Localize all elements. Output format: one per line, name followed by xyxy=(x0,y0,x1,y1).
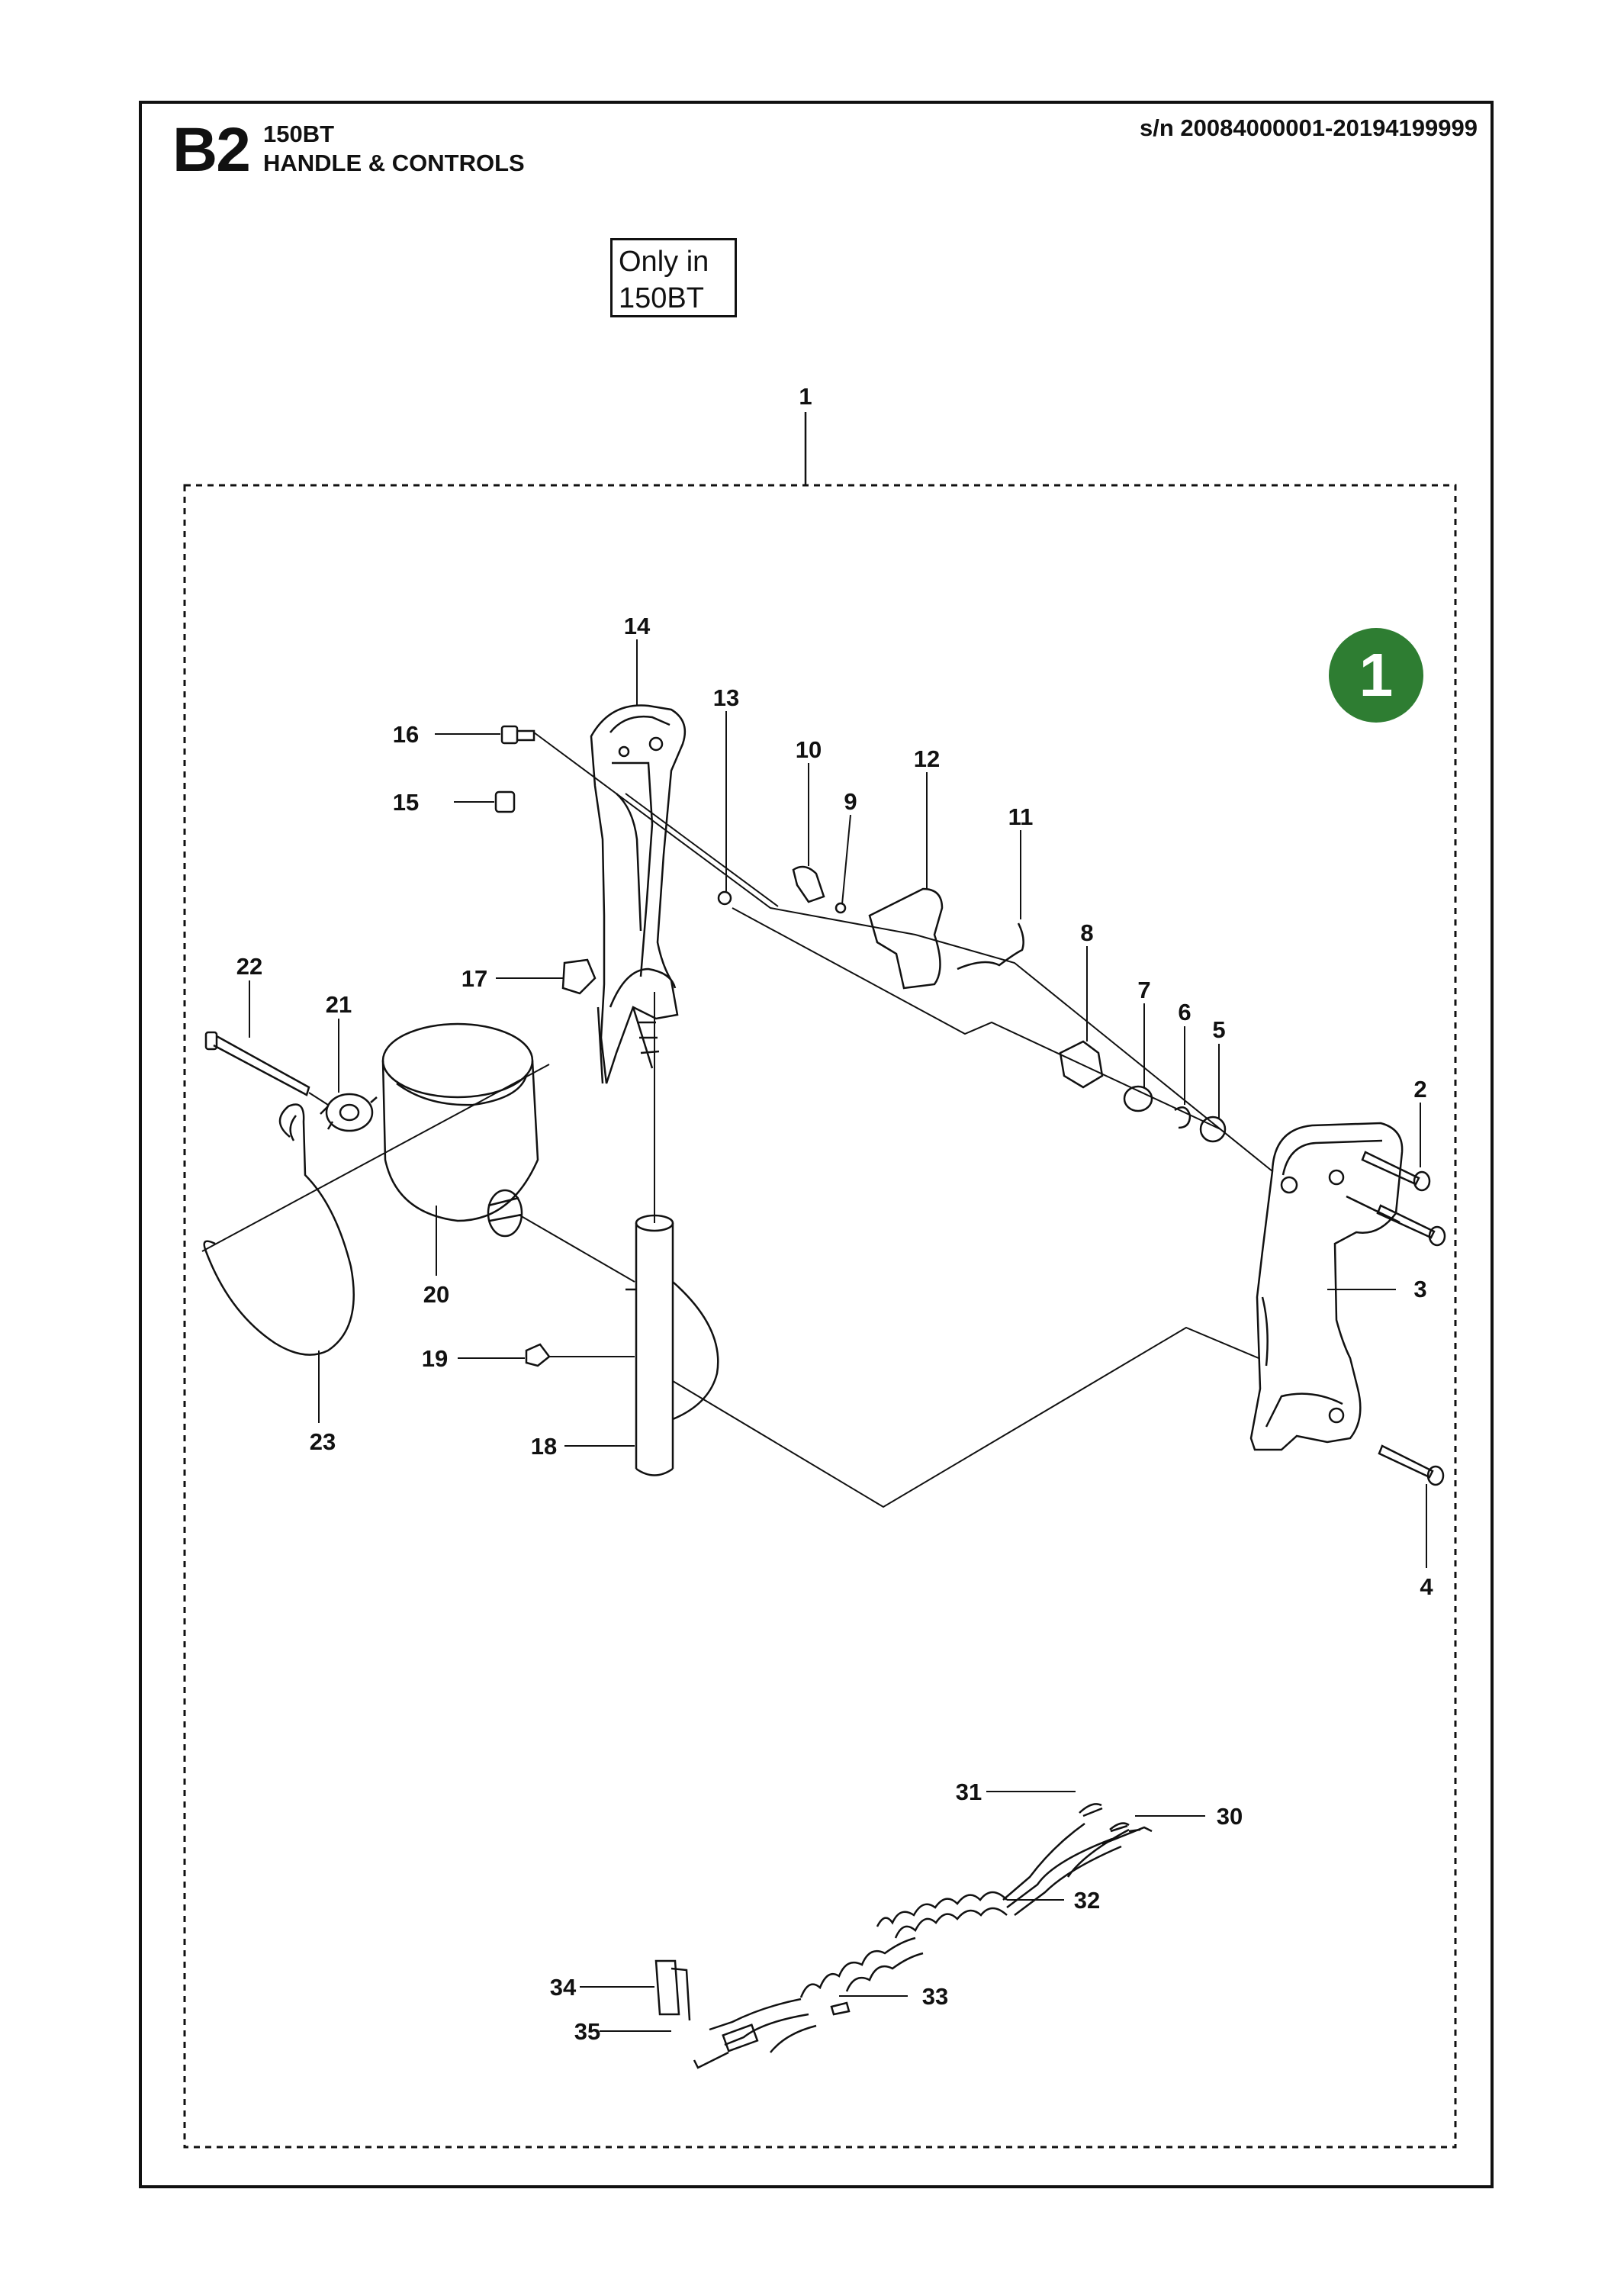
callout-13: 13 xyxy=(713,684,739,711)
wiring-harness-part xyxy=(654,1803,1153,2069)
callout-3: 3 xyxy=(1413,1276,1426,1302)
callout-16: 16 xyxy=(393,721,419,748)
callout-31: 31 xyxy=(956,1779,982,1805)
leader-9 xyxy=(841,814,851,905)
page-frame xyxy=(139,101,1494,2188)
callout-21: 21 xyxy=(326,991,352,1018)
trigger-10-part xyxy=(792,865,825,903)
callout-4: 4 xyxy=(1420,1573,1433,1600)
clamp-ring-part xyxy=(381,1022,539,1238)
assembly-outline xyxy=(183,484,1457,2149)
assembly-badge: 1 xyxy=(1329,628,1423,723)
nut-17-part xyxy=(561,958,597,995)
ref-line-clamp xyxy=(518,1214,635,1283)
section-title: HANDLE & CONTROLS xyxy=(263,150,525,176)
screw-2b-part xyxy=(1361,1151,1431,1192)
callout-18: 18 xyxy=(531,1433,557,1460)
washer-5-part xyxy=(1199,1116,1227,1143)
callout-12: 12 xyxy=(914,745,940,772)
clip-6-part xyxy=(1174,1106,1191,1129)
callout-14: 14 xyxy=(624,613,651,639)
ref-line-lower xyxy=(672,1326,1259,1508)
ref-line-mid xyxy=(625,793,1221,1130)
shaft-tube-part xyxy=(625,1214,719,1476)
callout-7: 7 xyxy=(1137,977,1150,1003)
callout-34: 34 xyxy=(550,1974,577,2001)
callout-33: 33 xyxy=(922,1983,948,2010)
callout-35: 35 xyxy=(574,2018,600,2045)
callout-23: 23 xyxy=(310,1428,336,1455)
model-note-box: Only in 150BT xyxy=(610,238,737,317)
callout-5: 5 xyxy=(1212,1016,1225,1043)
note-line-1: Only in xyxy=(619,246,709,278)
knob-part xyxy=(320,1093,378,1132)
section-code: B2 xyxy=(172,115,251,185)
bushing-16-part xyxy=(500,725,535,745)
wire-hoop-part xyxy=(203,1103,355,1356)
note-line-2: 150BT xyxy=(619,282,704,314)
screw-2-part xyxy=(1346,1195,1446,1247)
callout-1: 1 xyxy=(799,383,812,410)
callout-32: 32 xyxy=(1074,1887,1100,1914)
callout-17: 17 xyxy=(461,965,487,992)
rear-grip-part xyxy=(1249,1122,1404,1451)
bushing-7-part xyxy=(1123,1085,1153,1112)
spring-11-part xyxy=(957,922,1024,971)
throttle-handle-part xyxy=(590,704,687,1084)
ref-line-bolt22 xyxy=(308,1092,329,1106)
callout-labels: 1 2 3 4 5 6 7 8 9 10 11 12 13 14 15 16 1… xyxy=(236,383,1434,2045)
callout-20: 20 xyxy=(423,1281,449,1308)
callout-6: 6 xyxy=(1178,999,1191,1025)
screw-4-part xyxy=(1378,1444,1445,1486)
ref-line-upper xyxy=(533,732,1273,1172)
model-name: 150BT xyxy=(263,121,335,147)
callout-30: 30 xyxy=(1217,1803,1243,1830)
callout-10: 10 xyxy=(796,736,822,763)
ref-line-hoop xyxy=(201,1064,550,1252)
nut-15-part xyxy=(494,790,516,813)
callout-8: 8 xyxy=(1080,919,1093,946)
callout-9: 9 xyxy=(844,788,857,815)
nut-19-part xyxy=(525,1343,551,1367)
callout-15: 15 xyxy=(393,789,419,816)
bolt-22-part xyxy=(204,1031,310,1096)
lever-12-part xyxy=(868,887,944,990)
screw-13-part xyxy=(717,890,732,906)
pin-9-part xyxy=(835,902,847,914)
serial-range: s/n 20084000001-20194199999 xyxy=(1139,114,1478,141)
callout-22: 22 xyxy=(236,953,262,980)
bracket-8-part xyxy=(1059,1040,1104,1089)
callout-11: 11 xyxy=(1008,803,1034,830)
callout-2: 2 xyxy=(1413,1076,1426,1103)
callout-19: 19 xyxy=(422,1345,448,1372)
